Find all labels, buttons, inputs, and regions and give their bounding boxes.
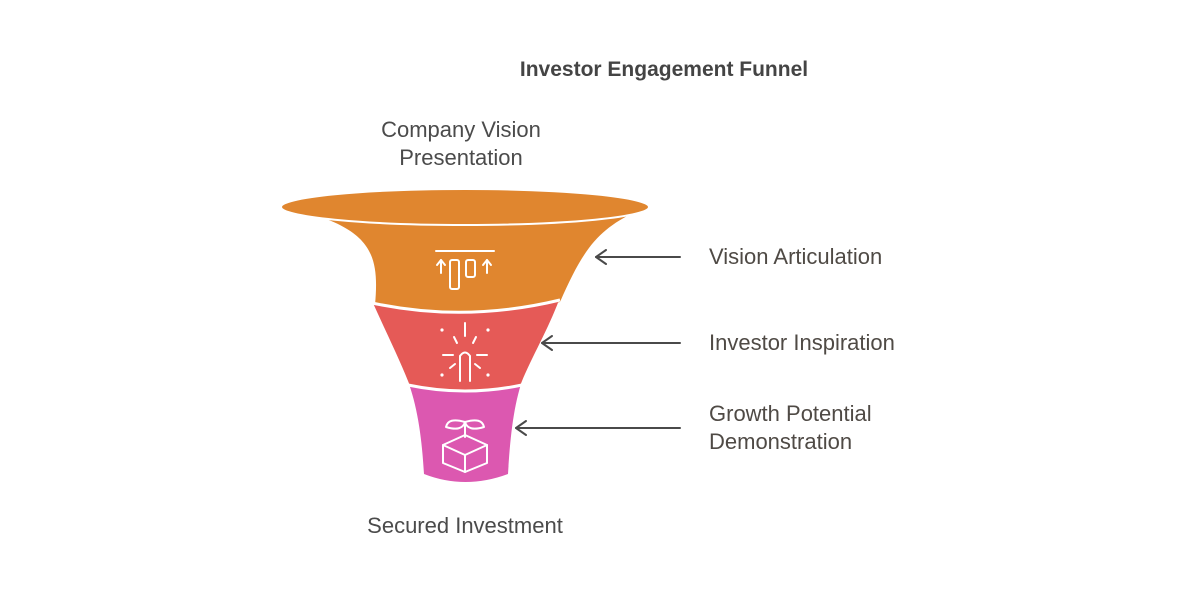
stage-separator [371,298,561,314]
arrow-vision-articulation [595,249,681,265]
stage-label-vision-articulation: Vision Articulation [709,244,883,269]
stage-label-investor-inspiration: Investor Inspiration [709,330,895,355]
columns-arrows-icon [435,250,495,290]
funnel-bottom-label: Secured Investment [367,513,563,538]
sparkle-icon [440,322,490,382]
funnel-top-label: Company Vision Presentation [381,117,541,170]
arrow-growth-potential [515,420,681,436]
stage-separator [407,383,523,393]
funnel-rim [280,188,650,226]
funnel-stage-investor-inspiration [373,300,559,392]
sprout-box-icon [442,419,488,473]
funnel-stage-vision-articulation [281,206,649,315]
arrow-investor-inspiration [541,335,681,351]
stage-label-growth-potential: Growth Potential Demonstration [709,401,872,454]
